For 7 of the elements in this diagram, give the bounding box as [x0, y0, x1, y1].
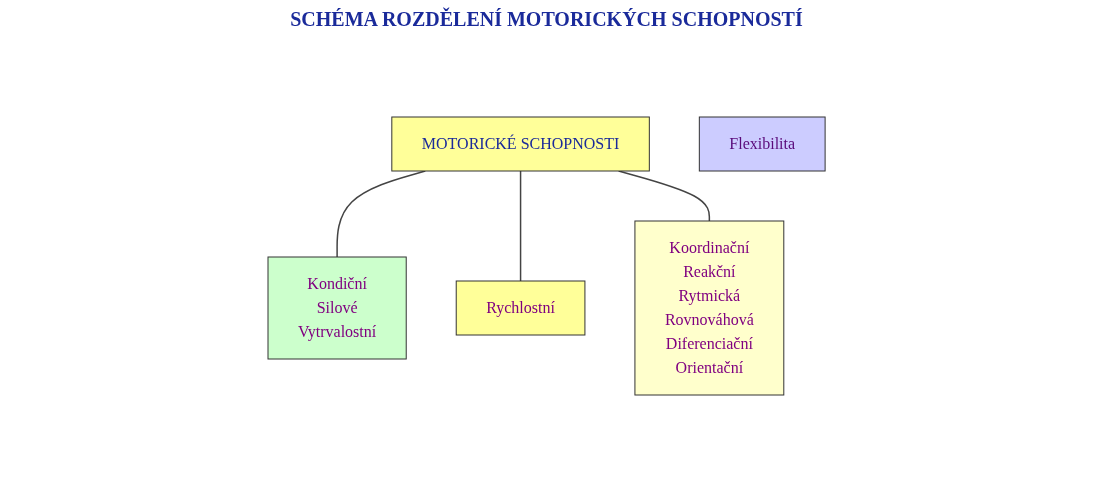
node-box: Flexibilita: [698, 116, 826, 172]
node-box: Kondiční Silové Vytrvalostní: [267, 256, 407, 360]
diagram-title: SCHÉMA ROZDĚLENÍ MOTORICKÝCH SCHOPNOSTÍ: [289, 8, 804, 31]
node-box: MOTORICKÉ SCHOPNOSTI: [391, 116, 650, 172]
node-box: Koordinační Reakční Rytmická Rovnováhová Diferenciační Orientační: [634, 220, 785, 396]
node-box: Rychlostní: [455, 280, 586, 336]
connector: [519, 170, 522, 282]
